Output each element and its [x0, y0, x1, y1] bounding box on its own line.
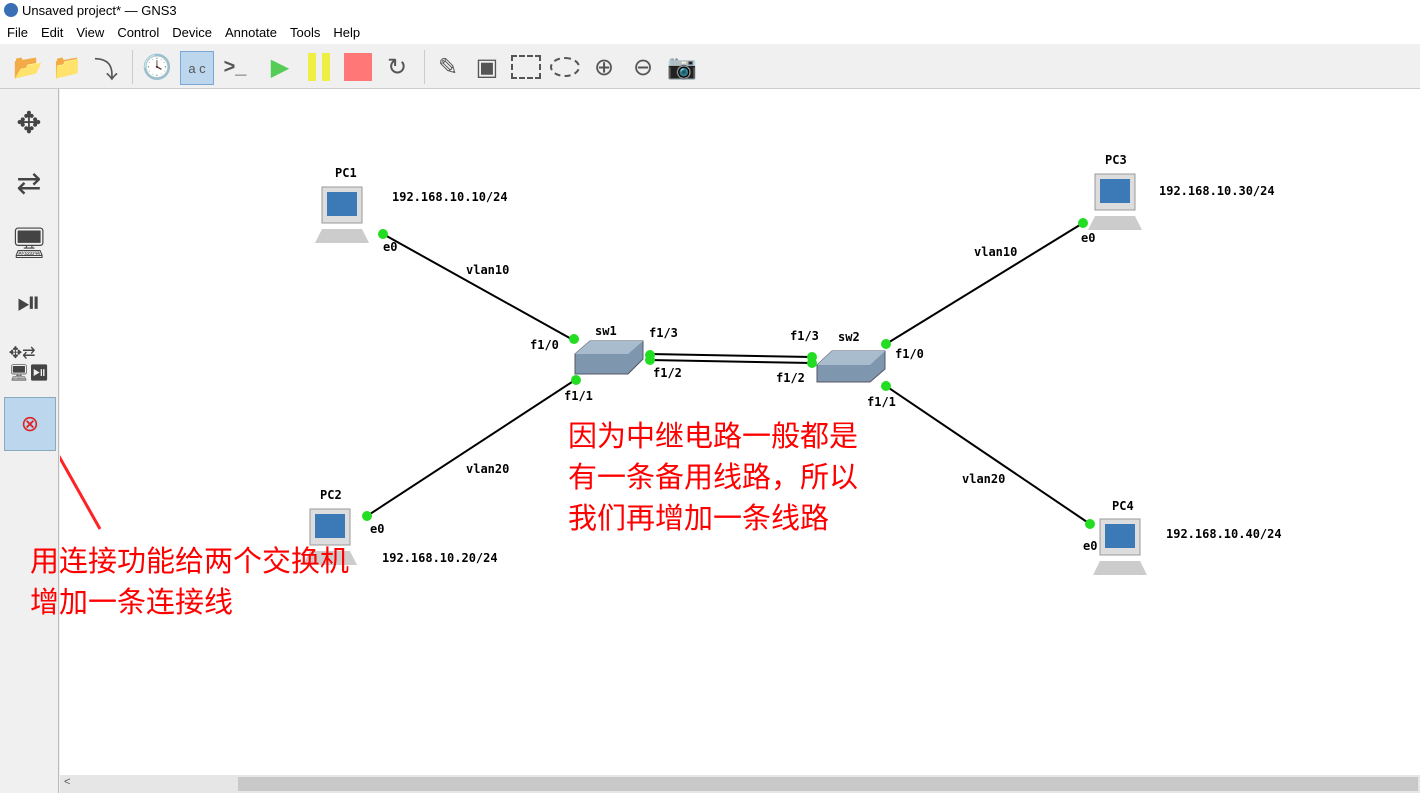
link-pc1-sw1	[382, 233, 576, 342]
add-link-icon[interactable]: ⊗	[4, 397, 56, 451]
rectangle-icon[interactable]	[510, 51, 542, 83]
open-project-icon[interactable]: 📁	[52, 53, 82, 81]
topology-canvas[interactable]: PC1 192.168.10.10/24 e0 PC2 192.168.10.2…	[36, 89, 1420, 775]
stop-icon[interactable]	[342, 51, 374, 83]
snapshot-clock-icon[interactable]: 🕓	[142, 53, 172, 81]
menu-control[interactable]: Control	[117, 25, 160, 40]
topology: PC1 192.168.10.10/24 e0 PC2 192.168.10.2…	[36, 153, 1282, 575]
security-devices-icon[interactable]: ⏯	[17, 286, 41, 319]
end-devices-icon[interactable]: 🖥	[9, 226, 49, 260]
sw1-f10: f1/0	[530, 338, 559, 352]
console-icon[interactable]: >_	[223, 55, 247, 78]
scroll-left-icon[interactable]: <	[64, 776, 71, 788]
link-pc4-sw2	[885, 385, 1091, 525]
save-project-icon[interactable]: ⤵	[94, 56, 118, 84]
link-sw1-sw2-f13	[649, 353, 813, 358]
port-indicators	[362, 218, 1095, 529]
link-label-vlan10-left: vlan10	[466, 263, 509, 277]
sw1-f11: f1/1	[564, 389, 593, 403]
title-bar: Unsaved project* — GNS3	[0, 0, 1420, 22]
link-label-vlan20-right: vlan20	[962, 472, 1005, 486]
toolbar: 📂 📁 ⤵ 🕓 a c >_ ▶ ↻ ✎ ▣ ⊕ ⊖ 📷	[0, 46, 1420, 89]
pc4-ip: 192.168.10.40/24	[1166, 527, 1282, 541]
sw2-f12: f1/2	[776, 371, 805, 385]
annotation-arrow	[36, 418, 102, 530]
reload-icon[interactable]: ↻	[386, 53, 408, 81]
pc3-name: PC3	[1105, 153, 1127, 167]
pc1-port: e0	[383, 240, 397, 254]
left-annotation: 用连接功能给两个交换机增加一条连接线	[30, 544, 350, 619]
sw2-name: sw2	[838, 330, 860, 344]
menu-bar: File Edit View Control Device Annotate Tools He…	[0, 22, 1420, 44]
pc2-ip: 192.168.10.20/24	[382, 551, 498, 565]
pc3-port: e0	[1081, 231, 1095, 245]
pc1-ip: 192.168.10.10/24	[392, 190, 508, 204]
scrollbar-thumb[interactable]	[238, 777, 1418, 791]
menu-annotate[interactable]: Annotate	[224, 25, 278, 40]
pc-icons[interactable]	[303, 173, 1147, 575]
sw1[interactable]	[574, 340, 644, 375]
sw1-f13: f1/3	[649, 326, 678, 340]
ellipse-icon[interactable]	[549, 51, 581, 83]
sw2[interactable]	[816, 350, 886, 383]
sw2-f13: f1/3	[790, 329, 819, 343]
zoom-in-icon[interactable]: ⊕	[593, 53, 615, 81]
camera-icon[interactable]: 📷	[667, 53, 697, 81]
pc2-port: e0	[370, 522, 384, 536]
link-label-vlan20-left: vlan20	[466, 462, 509, 476]
sw2-f10: f1/0	[895, 347, 924, 361]
pc2-name: PC2	[320, 488, 342, 502]
menu-help[interactable]: Help	[333, 25, 361, 40]
all-devices-icon[interactable]: ✥⇄🖥⏯	[8, 345, 50, 382]
pc4-port: e0	[1083, 539, 1097, 553]
link-pc3-sw2	[885, 222, 1084, 345]
link-sw1-sw2-f12	[649, 359, 813, 364]
add-note-icon[interactable]: ✎	[437, 53, 459, 81]
horizontal-scrollbar[interactable]: <	[60, 775, 1420, 793]
pc3-ip: 192.168.10.30/24	[1159, 184, 1275, 198]
menu-edit[interactable]: Edit	[40, 25, 64, 40]
new-project-icon[interactable]: 📂	[13, 53, 43, 81]
menu-tools[interactable]: Tools	[290, 25, 321, 40]
device-sidebar: ✥ ⇄ 🖥 ⏯ ✥⇄🖥⏯ ⊗	[0, 89, 59, 793]
start-icon[interactable]: ▶	[270, 53, 290, 81]
pc4-name: PC4	[1112, 499, 1134, 513]
gns3-logo-icon	[4, 3, 18, 17]
show-interface-labels-icon[interactable]: a c	[180, 51, 214, 85]
menu-device[interactable]: Device	[172, 25, 212, 40]
sw2-f11: f1/1	[867, 395, 896, 409]
window-title: Unsaved project* — GNS3	[22, 3, 177, 18]
center-annotation: 因为中继电路一般都是有一条备用线路，所以我们再增加一条线路	[568, 419, 859, 535]
routers-icon[interactable]: ✥	[16, 106, 42, 140]
pc1-name: PC1	[335, 166, 357, 180]
sw1-name: sw1	[595, 324, 617, 338]
link-label-vlan10-right: vlan10	[974, 245, 1017, 259]
menu-view[interactable]: View	[76, 25, 105, 40]
insert-image-icon[interactable]: ▣	[475, 53, 499, 81]
link-pc2-sw1	[366, 379, 576, 517]
switches-icon[interactable]: ⇄	[16, 166, 42, 200]
zoom-out-icon[interactable]: ⊖	[632, 53, 654, 81]
pause-icon[interactable]	[303, 51, 335, 83]
sw1-f12: f1/2	[653, 366, 682, 380]
menu-file[interactable]: File	[7, 25, 28, 40]
